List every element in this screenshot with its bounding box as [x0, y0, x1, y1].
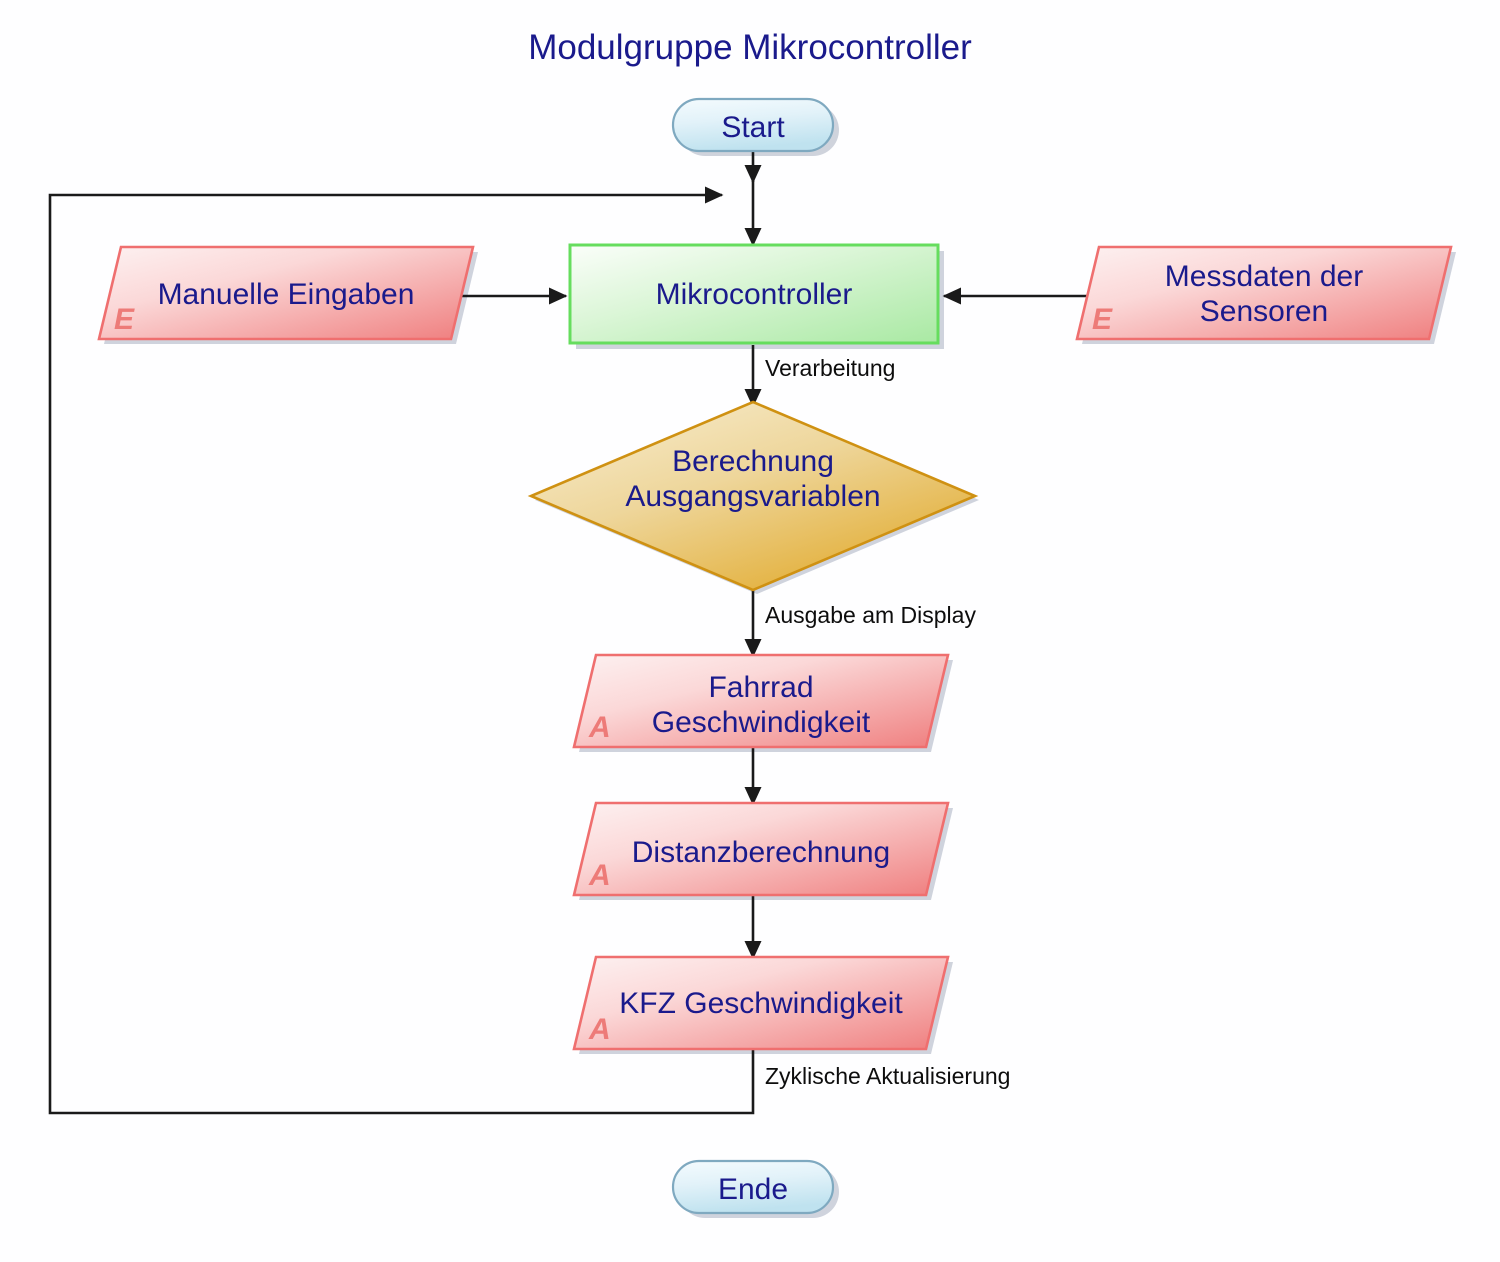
- node-shape-berechnung[interactable]: [527, 400, 979, 592]
- node-shape-distanz[interactable]: [572, 801, 950, 897]
- node-shape-manuelle-eingaben[interactable]: [97, 245, 475, 341]
- node-shape-fahrrad[interactable]: [572, 653, 950, 749]
- page-title: Modulgruppe Mikrocontroller: [528, 28, 972, 67]
- node-shape-messdaten[interactable]: [1075, 245, 1453, 341]
- node-shape-ende[interactable]: [671, 1159, 835, 1215]
- node-shape-kfz[interactable]: [572, 955, 950, 1051]
- node-shapes: [97, 97, 1453, 1215]
- node-shape-start[interactable]: [671, 97, 835, 153]
- node-shape-mikrocontroller[interactable]: [568, 243, 940, 345]
- connector-lines: [48, 150, 1092, 1115]
- connector-feedback-loop: [48, 186, 755, 1115]
